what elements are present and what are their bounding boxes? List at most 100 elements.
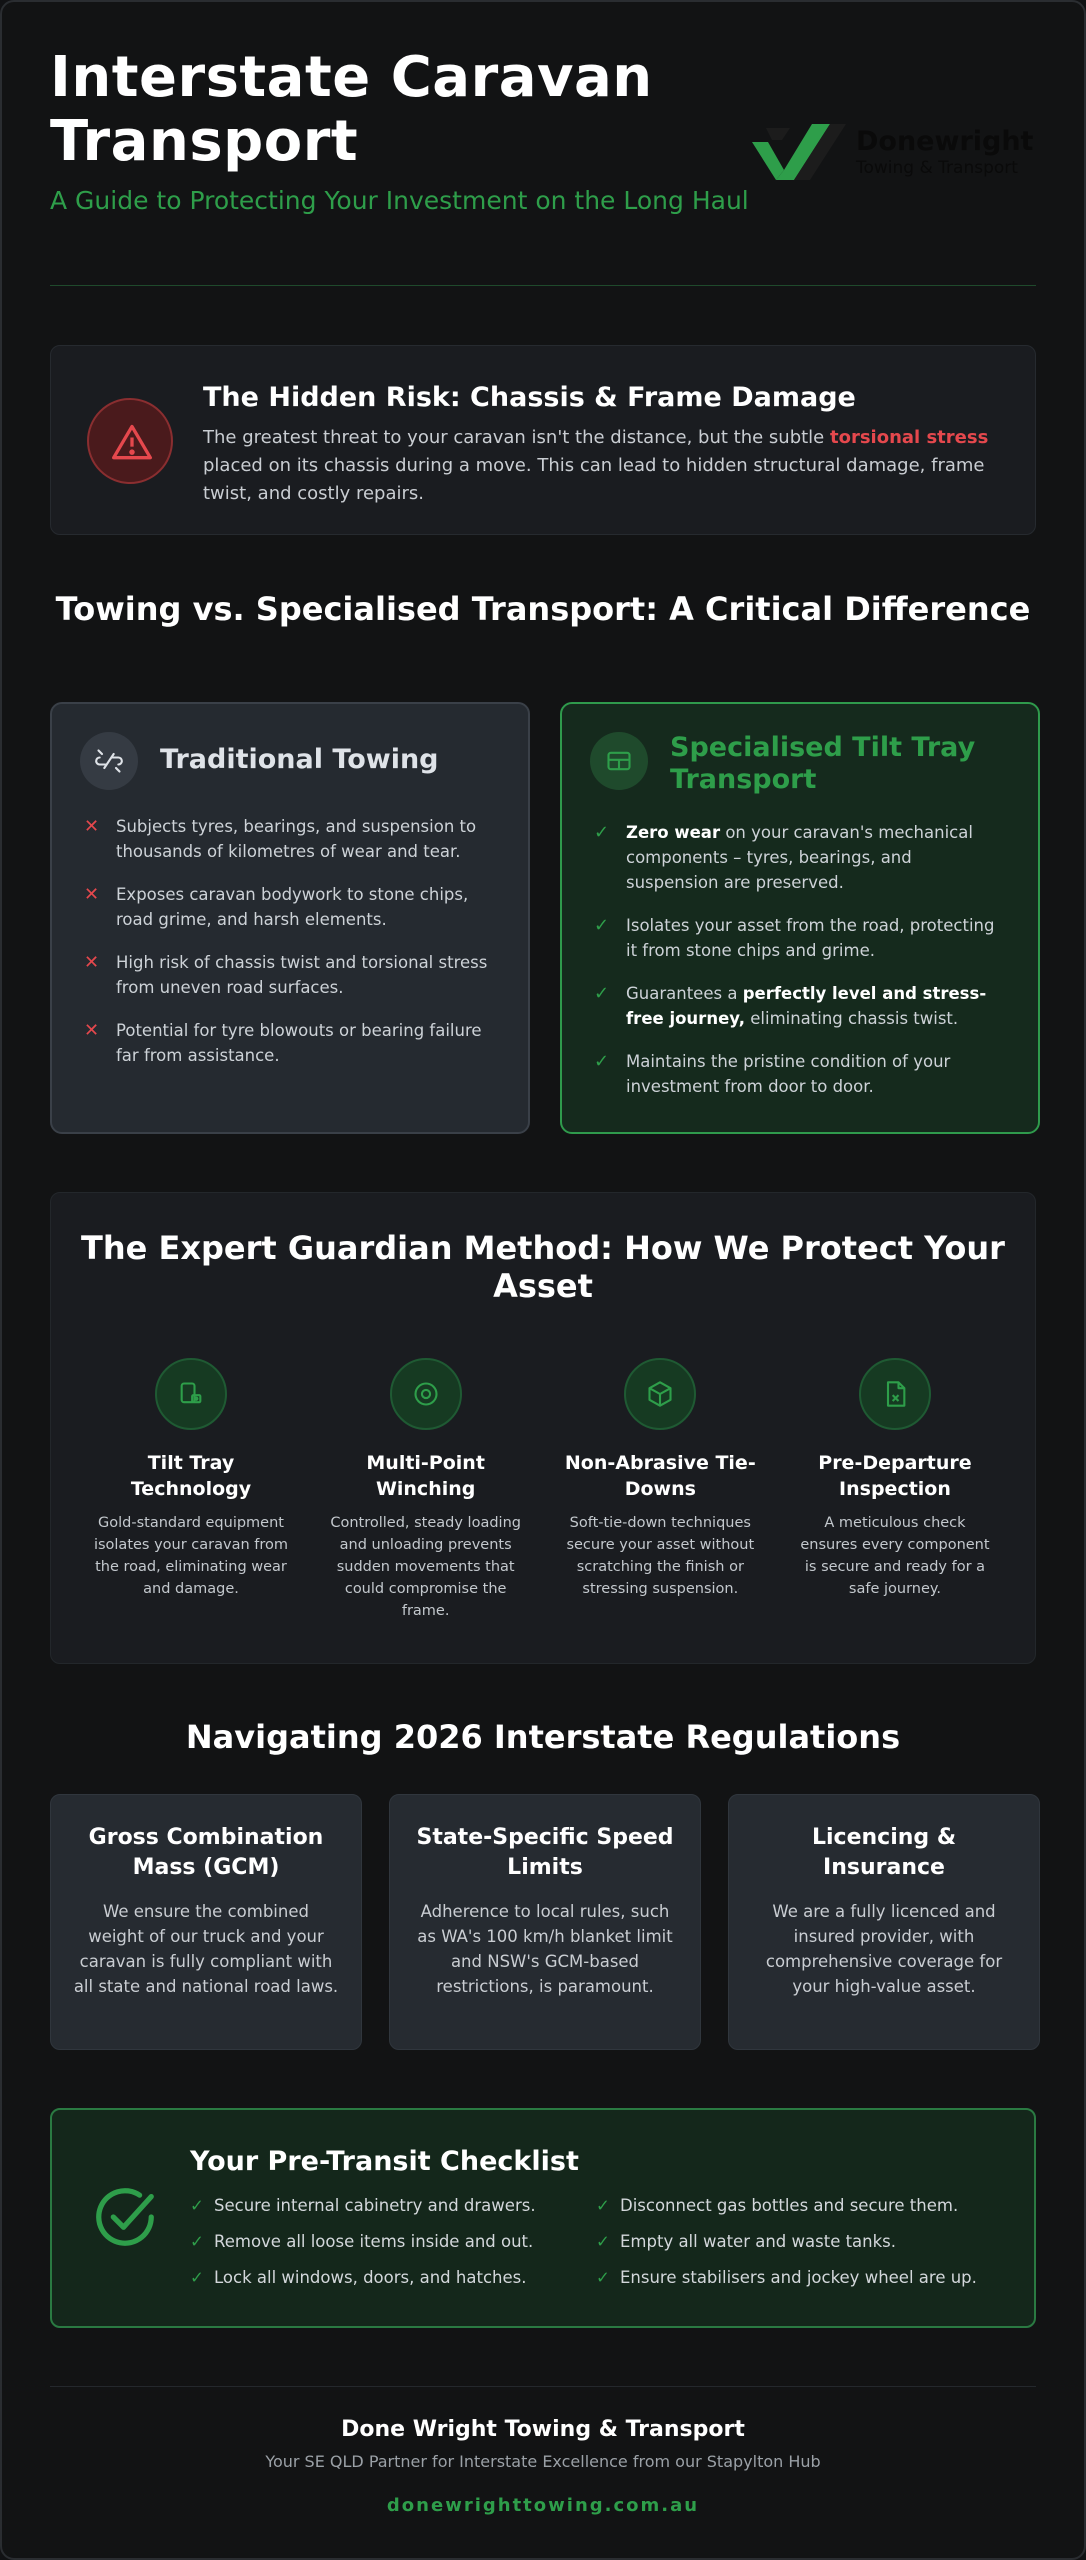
risk-title: The Hidden Risk: Chassis & Frame Damage bbox=[203, 382, 856, 413]
truck-tray-icon bbox=[180, 1382, 202, 1404]
list-item-text: Secure internal cabinetry and drawers. bbox=[214, 2196, 536, 2215]
logo-tagline: Towing & Transport bbox=[856, 158, 1018, 178]
step-title: Pre-Departure Inspection bbox=[818, 1452, 972, 1500]
list-item: ✓Zero wear on your caravan's mechanical … bbox=[590, 820, 1002, 895]
check-icon: ✓ bbox=[594, 915, 610, 936]
towing-list: ✕ Subjects tyres, bearings, and suspensio… bbox=[80, 814, 492, 1086]
circle-check-icon bbox=[96, 2188, 154, 2246]
box-icon bbox=[648, 1381, 672, 1407]
cross-icon: ✕ bbox=[84, 816, 100, 837]
check-icon: ✓ bbox=[594, 1051, 610, 1072]
list-item-text: High risk of chassis twist and torsional… bbox=[116, 953, 488, 997]
footer-company: Done Wright Towing & Transport bbox=[341, 2417, 745, 2442]
check-icon: ✓ bbox=[596, 2196, 610, 2215]
method-steps: Tilt Tray Technology Gold-standard equip… bbox=[91, 1358, 995, 1638]
tilt-tray-icon bbox=[607, 751, 631, 771]
list-item: ✕ Subjects tyres, bearings, and suspensio… bbox=[80, 814, 492, 864]
step-tie-downs: Non-Abrasive Tie-Downs Soft-tie-down tec… bbox=[560, 1358, 760, 1638]
list-item-text: Ensure stabilisers and jockey wheel are … bbox=[620, 2268, 977, 2287]
list-item: ✕Potential for tyre blowouts or bearing … bbox=[80, 1018, 492, 1068]
step-text: Gold-standard equipment isolates your ca… bbox=[93, 1515, 289, 1597]
check-icon: ✓ bbox=[594, 822, 610, 843]
step-icon-badge bbox=[389, 1358, 462, 1430]
cross-icon: ✕ bbox=[84, 952, 100, 973]
step-inspection: Pre-Departure Inspection A meticulous ch… bbox=[795, 1358, 995, 1638]
footer: Done Wright Towing & Transport Your SE Q… bbox=[50, 2386, 1036, 2526]
list-item: ✓ Guarantees a perfectly level and stress… bbox=[590, 981, 1002, 1031]
step-icon-badge bbox=[624, 1358, 697, 1430]
risk-text-start: The greatest threat to your caravan isn'… bbox=[203, 427, 830, 448]
step-winching: Multi-Point Winching Controlled, steady … bbox=[326, 1358, 526, 1638]
reg-title: Gross Combination Mass (GCM) bbox=[88, 1825, 324, 1880]
list-item: ✓ Isolates your asset from the road, prot… bbox=[590, 913, 1002, 963]
step-text: Soft-tie-down techniques secure your ass… bbox=[566, 1515, 755, 1597]
step-icon-badge bbox=[858, 1358, 931, 1430]
list-item: ✓ Lock all windows, doors, and hatches. bbox=[190, 2266, 536, 2290]
checklist-col-1: ✓Secure internal cabinetry and drawers. … bbox=[190, 2194, 536, 2302]
step-title: Tilt Tray Technology bbox=[130, 1452, 252, 1500]
list-item: ✓ Ensure stabilisers and jockey wheel are… bbox=[596, 2266, 977, 2290]
reg-title: Licencing & Insurance bbox=[811, 1825, 957, 1880]
list-item-bold: perfectly level and stress-free journey, bbox=[626, 984, 987, 1028]
list-item: ✓Remove all loose items inside and out. bbox=[190, 2230, 536, 2254]
step-title: Non-Abrasive Tie-Downs bbox=[564, 1452, 756, 1500]
cross-icon: ✕ bbox=[84, 1020, 100, 1041]
list-item-text: Guarantees a bbox=[626, 984, 743, 1003]
reg-text: We are a fully licenced and insured prov… bbox=[765, 1902, 1003, 1996]
tilt-icon-badge bbox=[590, 732, 648, 790]
tilt-tray-card: Specialised Tilt Tray Transport ✓ Zero we… bbox=[560, 702, 1040, 1134]
towing-card: Traditional Towing ✕ Subjects tyres, bear… bbox=[50, 702, 530, 1134]
document-check-icon bbox=[886, 1381, 906, 1407]
step-tilt-tray: Tilt Tray Technology Gold-standard equip… bbox=[91, 1358, 291, 1638]
towing-icon-badge bbox=[80, 732, 138, 790]
list-item-text: Subjects tyres, bearings, and suspension… bbox=[116, 817, 477, 861]
list-item: ✓ Disconnect gas bottles and secure them. bbox=[596, 2194, 977, 2218]
reg-card-gcm: Gross Combination Mass (GCM) We ensure t… bbox=[50, 1794, 362, 2050]
method-title: The Expert Guardian Method: How We Prote… bbox=[81, 1229, 1005, 1305]
step-text: A meticulous check ensures every compone… bbox=[800, 1515, 990, 1597]
check-icon: ✓ bbox=[594, 983, 610, 1004]
comparison-title: Towing vs. Specialised Transport: A Crit… bbox=[55, 590, 1031, 628]
warning-triangle-icon bbox=[112, 424, 152, 460]
step-icon-badge bbox=[155, 1358, 227, 1430]
reg-card-licencing: Licencing & Insurance We are a fully lic… bbox=[728, 1794, 1040, 2050]
broken-link-icon bbox=[95, 749, 123, 773]
list-item-text: Empty all water and waste tanks. bbox=[620, 2232, 897, 2251]
check-icon: ✓ bbox=[596, 2268, 610, 2287]
check-icon: ✓ bbox=[190, 2268, 204, 2287]
list-item: ✓ Empty all water and waste tanks. bbox=[596, 2230, 977, 2254]
reg-title: State-Specific Speed Limits bbox=[416, 1825, 674, 1880]
list-item-bold: Zero wear bbox=[626, 823, 721, 842]
check-icon: ✓ bbox=[190, 2196, 204, 2215]
logo-name: Donewright bbox=[856, 126, 1034, 157]
company-logo: Donewright Towing & Transport bbox=[746, 122, 1036, 184]
list-item-text: Isolates your asset from the road, prote… bbox=[626, 916, 995, 960]
winch-icon bbox=[414, 1382, 438, 1406]
risk-highlight: torsional stress bbox=[829, 427, 989, 448]
tilt-list: ✓Zero wear on your caravan's mechanical … bbox=[590, 820, 1002, 1117]
tilt-title: Specialised Tilt Tray Transport bbox=[670, 732, 976, 795]
risk-card: The Hidden Risk: Chassis & Frame Damage … bbox=[50, 345, 1036, 535]
step-title: Multi-Point Winching bbox=[366, 1452, 485, 1500]
list-item: ✓ Secure internal cabinetry and drawers. bbox=[190, 2194, 536, 2218]
list-item: ✓Maintains the pristine condition of you… bbox=[590, 1049, 1002, 1099]
footer-website-link[interactable]: donewrighttowing.com.au bbox=[386, 2495, 700, 2516]
checkmark-logo-icon bbox=[752, 124, 846, 180]
risk-text: The greatest threat to your caravan isn'… bbox=[203, 424, 995, 508]
checklist-card: Your Pre-Transit Checklist ✓Secure inter… bbox=[50, 2108, 1036, 2328]
reg-card-speed: State-Specific Speed Limits Adherence to… bbox=[389, 1794, 701, 2050]
reg-text: We ensure the combined weight of our tru… bbox=[73, 1902, 339, 1996]
page-title: Interstate Caravan Transport bbox=[50, 45, 653, 174]
towing-title: Traditional Towing bbox=[160, 744, 439, 775]
checklist-col-2: ✓ Disconnect gas bottles and secure them.… bbox=[596, 2194, 977, 2302]
list-item-text: Lock all windows, doors, and hatches. bbox=[214, 2268, 527, 2287]
risk-text-end: placed on its chassis during a move. Thi… bbox=[203, 455, 985, 504]
reg-text: Adherence to local rules, such as WA's 1… bbox=[417, 1902, 673, 1996]
list-item-text: Remove all loose items inside and out. bbox=[214, 2232, 534, 2251]
list-item: ✕Exposes caravan bodywork to stone chips… bbox=[80, 882, 492, 932]
list-item-text: eliminating chassis twist. bbox=[745, 1009, 959, 1028]
risk-icon-badge bbox=[87, 398, 173, 484]
check-icon: ✓ bbox=[596, 2232, 610, 2251]
list-item-text: Disconnect gas bottles and secure them. bbox=[620, 2196, 959, 2215]
